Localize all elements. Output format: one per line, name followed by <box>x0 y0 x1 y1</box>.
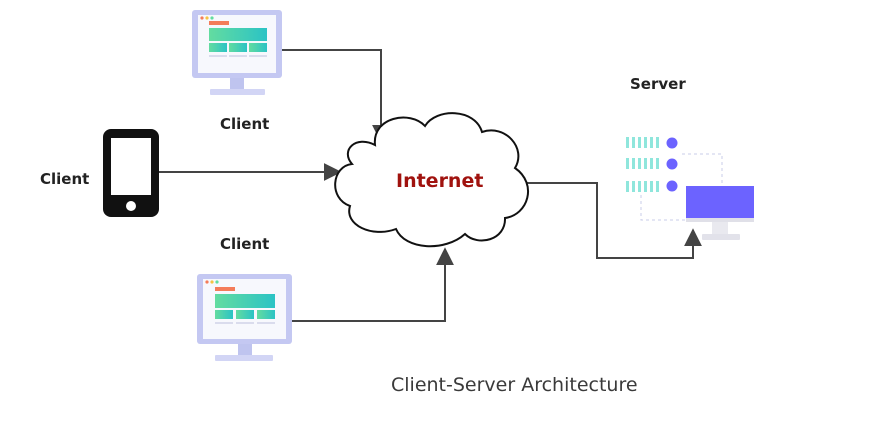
client-label: Client <box>220 115 270 133</box>
server-label: Server <box>630 75 686 93</box>
server-bars <box>626 137 659 192</box>
desktop-monitor-icon <box>192 10 282 95</box>
cloud-icon <box>334 112 530 248</box>
internet-label: Internet <box>396 170 484 192</box>
connector-lines <box>159 49 702 322</box>
server-dot <box>666 137 678 149</box>
client-label: Client <box>40 170 90 188</box>
server-dot <box>666 180 678 192</box>
server-rack-icon <box>626 137 754 240</box>
server-dot <box>666 158 678 170</box>
mobile-phone-icon <box>103 129 159 217</box>
server-dashed-outline <box>640 153 723 221</box>
server-arrow <box>525 182 702 259</box>
desktop-monitor-icon <box>197 274 292 361</box>
top-client-arrow <box>282 49 390 143</box>
bottom-client-arrow <box>292 247 454 322</box>
server-monitor <box>686 186 754 218</box>
diagram-caption: Client-Server Architecture <box>391 374 638 396</box>
client-label: Client <box>220 235 270 253</box>
